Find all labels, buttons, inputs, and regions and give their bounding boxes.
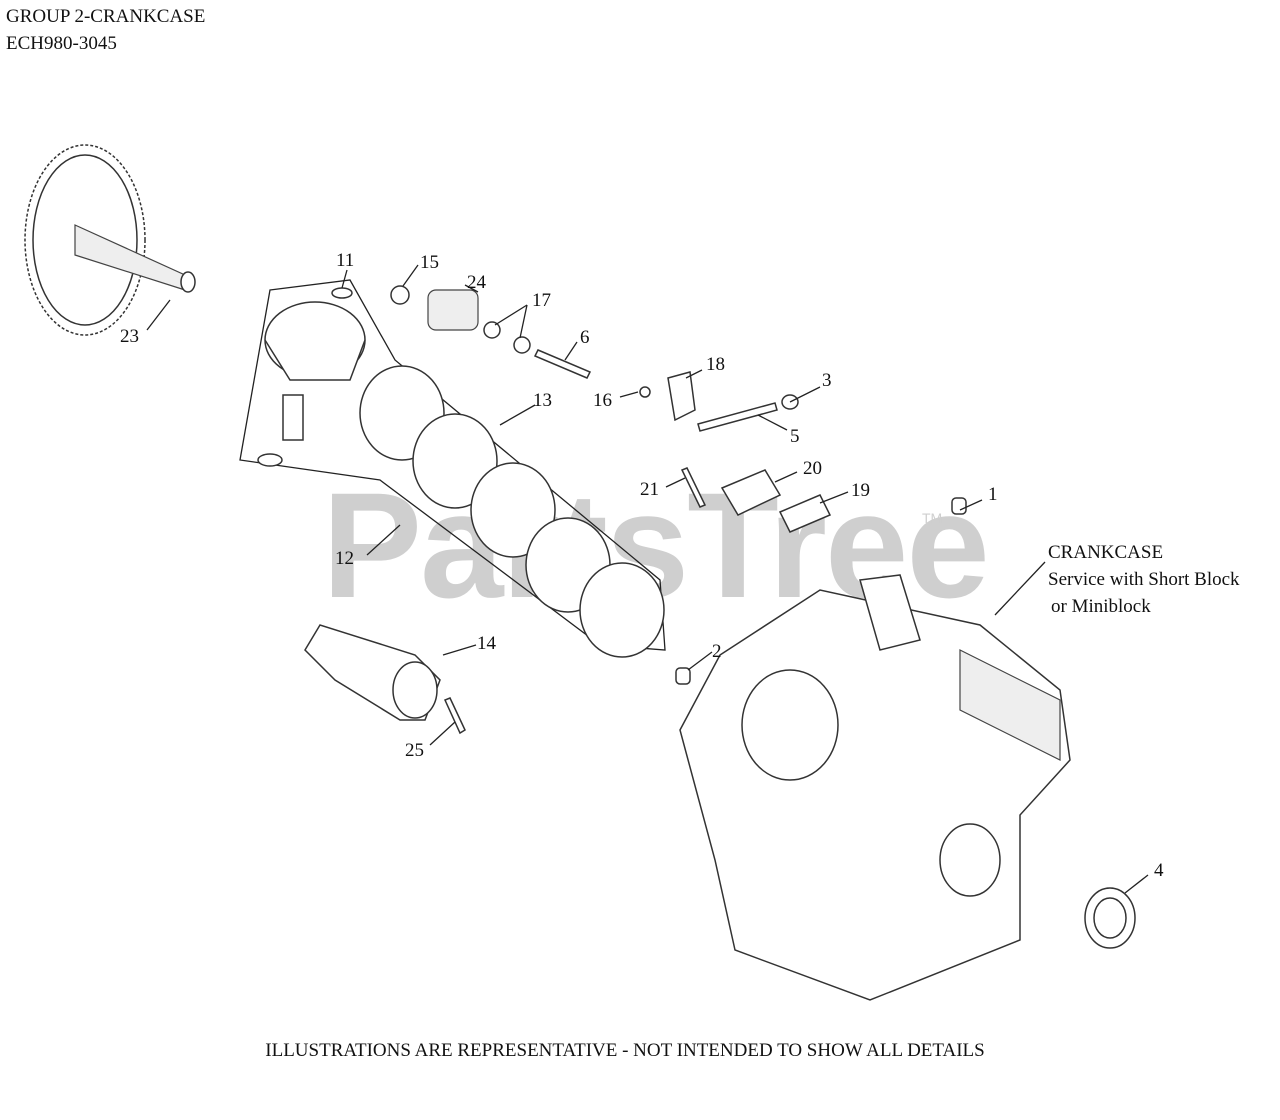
callout-24: 24 [467,272,487,293]
crankcase-service-note-2: or Miniblock [1051,596,1151,617]
part-24-oil-pump[interactable] [427,289,479,331]
model-number: ECH980-3045 [6,33,117,54]
part-20-plate[interactable] [720,469,782,516]
callout-13: 13 [533,390,552,411]
part-4-oil-seal[interactable] [1084,887,1136,949]
part-1-dowel[interactable] [951,497,967,515]
trademark-mark: TM [922,510,943,526]
crankcase-service-note: Service with Short Block [1048,569,1240,590]
callout-15: 15 [420,252,439,273]
callout-3: 3 [822,370,832,391]
callout-25: 25 [405,740,424,761]
part-5-shaft[interactable] [697,402,778,432]
crankcase-block[interactable] [679,574,1071,1001]
callout-18: 18 [706,354,725,375]
callout-11: 11 [336,250,354,271]
callout-5: 5 [790,426,800,447]
callout-12: 12 [335,548,354,569]
callout-19: 19 [851,480,870,501]
part-15-clip[interactable] [390,285,410,305]
piston-assembly[interactable] [239,279,666,651]
part-23-camshaft[interactable] [24,144,196,336]
callout-1: 1 [988,484,998,505]
part-25-bolt[interactable] [443,697,466,735]
callout-21: 21 [640,479,659,500]
part-18-bracket[interactable] [667,371,696,422]
callout-2: 2 [712,641,722,662]
disclaimer-footer: ILLUSTRATIONS ARE REPRESENTATIVE - NOT I… [265,1040,985,1061]
callout-6: 6 [580,327,590,348]
part-21-bolt[interactable] [680,467,707,508]
part-17-washers[interactable] [483,321,531,354]
callout-4: 4 [1154,860,1164,881]
crankcase-label: CRANKCASE [1048,542,1164,563]
part-19-gasket[interactable] [778,494,832,533]
callout-16: 16 [593,390,612,411]
leader-lines [146,264,1149,894]
callout-20: 20 [803,458,822,479]
part-16-screw[interactable] [639,386,651,398]
part-2-dowel[interactable] [675,667,691,685]
part-13-piston-rings[interactable] [359,365,665,658]
diagram-title: GROUP 2-CRANKCASE [6,6,206,27]
part-14-connecting-rod[interactable] [304,624,441,721]
callout-17: 17 [532,290,551,311]
callout-14: 14 [477,633,497,654]
callout-23: 23 [120,326,139,347]
part-6-pin[interactable] [533,349,592,379]
